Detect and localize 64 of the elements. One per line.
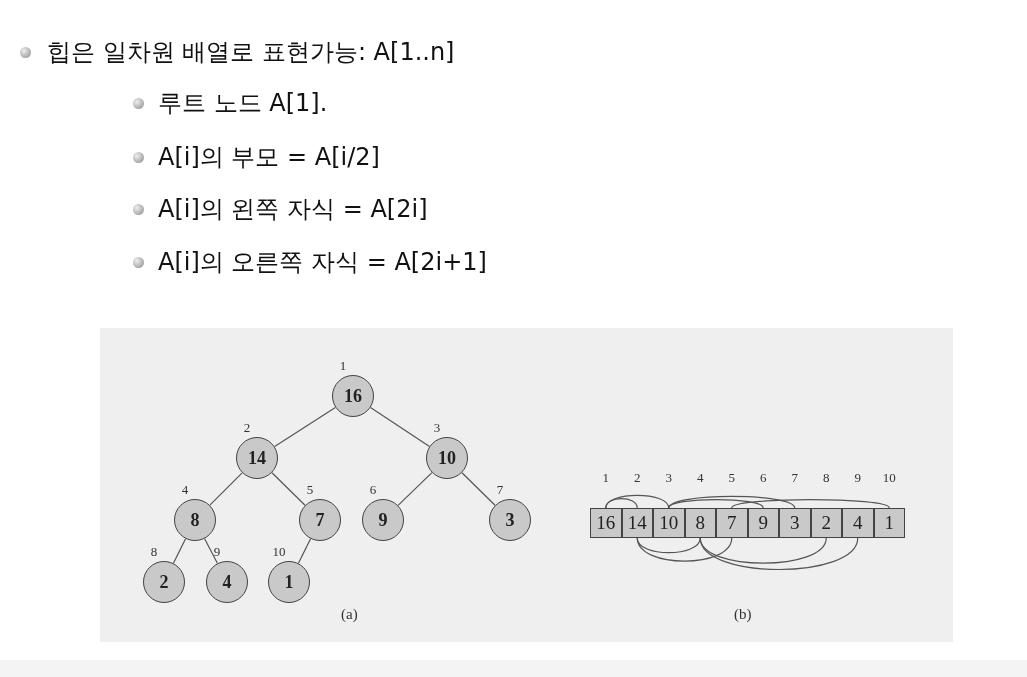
tree-node: 10 bbox=[426, 437, 468, 479]
tree-node: 1 bbox=[268, 561, 310, 603]
figure-caption: (b) bbox=[734, 606, 752, 623]
array-cell: 1 bbox=[873, 508, 905, 538]
index-label: 9 bbox=[213, 544, 221, 560]
array-cell: 10 bbox=[653, 508, 685, 538]
array-cell: 14 bbox=[621, 508, 653, 538]
arc-connector bbox=[668, 499, 764, 509]
index-label: 7 bbox=[791, 470, 798, 486]
tree-edge bbox=[172, 538, 187, 564]
figure-caption: (a) bbox=[341, 606, 358, 623]
index-label: 4 bbox=[697, 470, 704, 486]
tree-edge bbox=[271, 472, 306, 506]
tree-node: 2 bbox=[143, 561, 185, 603]
bullet-text: A[i]의 오른쪽 자식 = A[2i+1] bbox=[158, 247, 487, 277]
tree-node: 8 bbox=[174, 499, 216, 541]
arc-connector bbox=[731, 499, 890, 509]
index-label: 10 bbox=[272, 544, 286, 560]
index-label: 6 bbox=[760, 470, 767, 486]
index-label: 5 bbox=[728, 470, 735, 486]
tree-edge bbox=[461, 472, 496, 506]
arc-connector bbox=[699, 537, 859, 571]
index-label: 7 bbox=[496, 482, 504, 498]
bullet-text: A[i]의 부모 = A[i/2] bbox=[158, 142, 380, 172]
array-cell: 16 bbox=[590, 508, 622, 538]
array-cell: 8 bbox=[684, 508, 716, 538]
tree-edge bbox=[297, 538, 312, 564]
tree-edge bbox=[369, 406, 431, 448]
bullet-text: 힙은 일차원 배열로 표현가능: A[1..n] bbox=[47, 37, 455, 67]
index-label: 9 bbox=[854, 470, 861, 486]
tree-edge bbox=[274, 406, 336, 448]
arc-connector bbox=[605, 494, 670, 509]
index-label: 3 bbox=[433, 420, 441, 436]
index-label: 5 bbox=[306, 482, 314, 498]
index-label: 1 bbox=[602, 470, 609, 486]
tree-edge bbox=[209, 472, 243, 506]
array-cell: 3 bbox=[779, 508, 811, 538]
array-cell: 7 bbox=[716, 508, 748, 538]
index-label: 1 bbox=[339, 358, 347, 374]
tree-node: 7 bbox=[299, 499, 341, 541]
index-label: 3 bbox=[665, 470, 672, 486]
array-cell: 2 bbox=[810, 508, 842, 538]
tree-node: 16 bbox=[332, 375, 374, 417]
index-label: 8 bbox=[823, 470, 830, 486]
tree-node: 4 bbox=[206, 561, 248, 603]
array-cell: 9 bbox=[747, 508, 779, 538]
index-label: 2 bbox=[634, 470, 641, 486]
tree-node: 3 bbox=[489, 499, 531, 541]
tree-edge bbox=[204, 538, 218, 564]
arc-connector bbox=[668, 495, 796, 509]
tree-node: 9 bbox=[362, 499, 404, 541]
bullet-text: A[i]의 왼쪽 자식 = A[2i] bbox=[158, 194, 428, 224]
index-label: 2 bbox=[243, 420, 251, 436]
array-cell: 4 bbox=[842, 508, 874, 538]
arc-connector bbox=[636, 537, 701, 554]
index-label: 4 bbox=[181, 482, 189, 498]
tree-node: 14 bbox=[236, 437, 278, 479]
tree-edge bbox=[397, 472, 433, 506]
bullet-text: 루트 노드 A[1]. bbox=[158, 88, 328, 118]
index-label: 8 bbox=[150, 544, 158, 560]
arc-connector bbox=[699, 537, 827, 564]
index-label: 6 bbox=[369, 482, 377, 498]
arc-connector bbox=[636, 537, 733, 562]
index-label: 10 bbox=[882, 470, 896, 486]
